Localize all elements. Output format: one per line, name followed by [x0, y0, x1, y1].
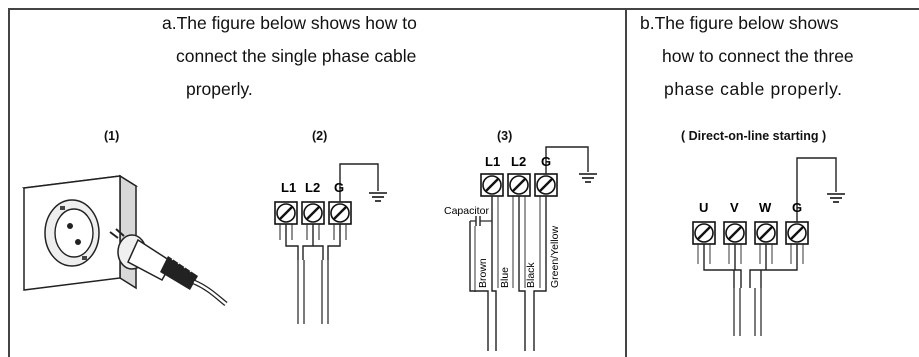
panel-three-phase — [625, 8, 919, 357]
label-figure-2: (2) — [312, 129, 328, 143]
wire-label-brown: Brown — [477, 258, 489, 288]
heading-b-line-3: phase cable properly. — [664, 79, 843, 99]
heading-a-line-1: a.The figure below shows how to — [162, 13, 417, 33]
label-figure-3: (3) — [497, 129, 513, 143]
wire-label-blue: Blue — [499, 267, 511, 288]
terminal-label-u: U — [699, 200, 708, 215]
terminal-label-v: V — [730, 200, 739, 215]
heading-b-line-2: how to connect the three — [662, 46, 854, 66]
terminal-label-l1: L1 — [281, 180, 296, 195]
heading-a-line-3: properly. — [186, 79, 253, 99]
terminal-label-w: W — [759, 200, 772, 215]
terminal-label-g: G — [792, 200, 802, 215]
terminal-label-l2: L2 — [305, 180, 320, 195]
terminal-label-l2: L2 — [511, 154, 526, 169]
terminal-block-2 — [273, 163, 388, 324]
capacitor-label: Capacitor — [444, 205, 489, 217]
terminal-block-three-phase — [691, 157, 846, 336]
terminal-block-3 — [469, 146, 598, 351]
label-direct-on-line: ( Direct-on-line starting ) — [681, 129, 827, 143]
plug-illustration — [109, 228, 228, 306]
label-figure-1: (1) — [104, 129, 120, 143]
terminal-label-l1: L1 — [485, 154, 500, 169]
wire-label-black: Black — [525, 262, 537, 288]
wire-label-green-yellow: Green/Yellow — [549, 226, 561, 288]
heading-a-line-2: connect the single phase cable — [176, 46, 417, 66]
terminal-label-g: G — [541, 154, 551, 169]
terminal-label-g: G — [334, 180, 344, 195]
heading-b-line-1: b.The figure below shows — [640, 13, 839, 33]
